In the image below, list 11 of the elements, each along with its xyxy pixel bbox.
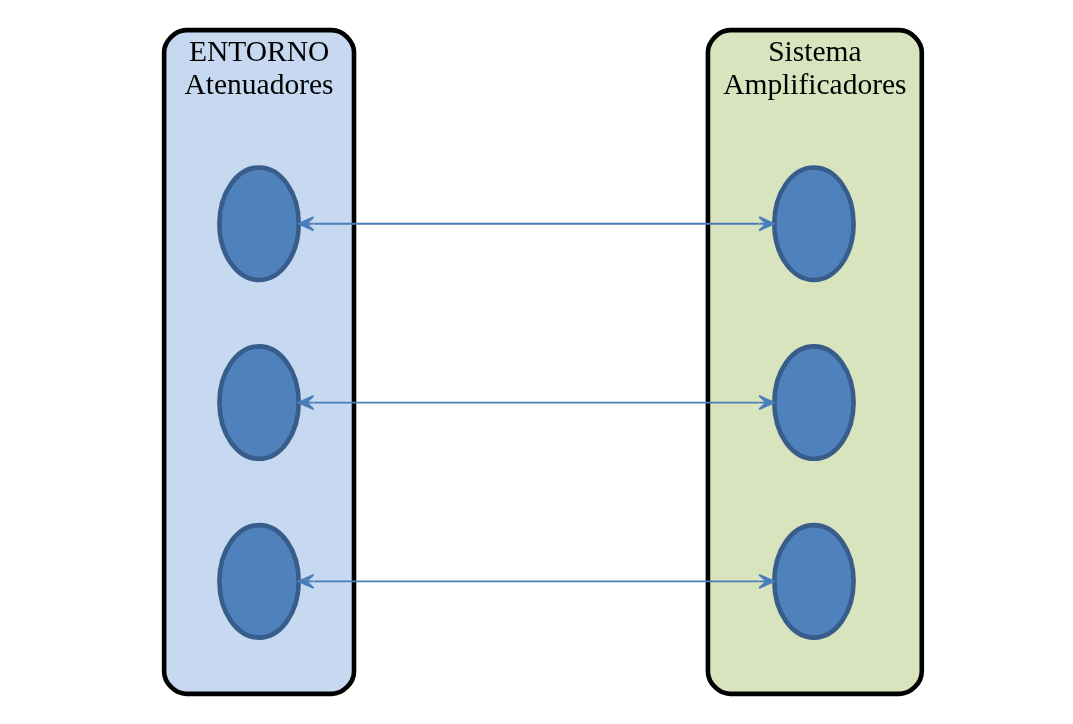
node-ellipse bbox=[772, 522, 856, 640]
cluster: Sistema Amplificadores bbox=[705, 27, 925, 697]
node-ellipse bbox=[217, 165, 301, 283]
node-ellipse bbox=[217, 344, 301, 462]
node-ellipse bbox=[772, 344, 856, 462]
arrow bbox=[297, 216, 775, 232]
arrow bbox=[297, 573, 775, 589]
node-ellipse bbox=[217, 522, 301, 640]
arrow bbox=[297, 395, 775, 411]
cluster: ENTORNO Atenuadores bbox=[161, 27, 357, 697]
node-ellipse bbox=[772, 165, 856, 283]
